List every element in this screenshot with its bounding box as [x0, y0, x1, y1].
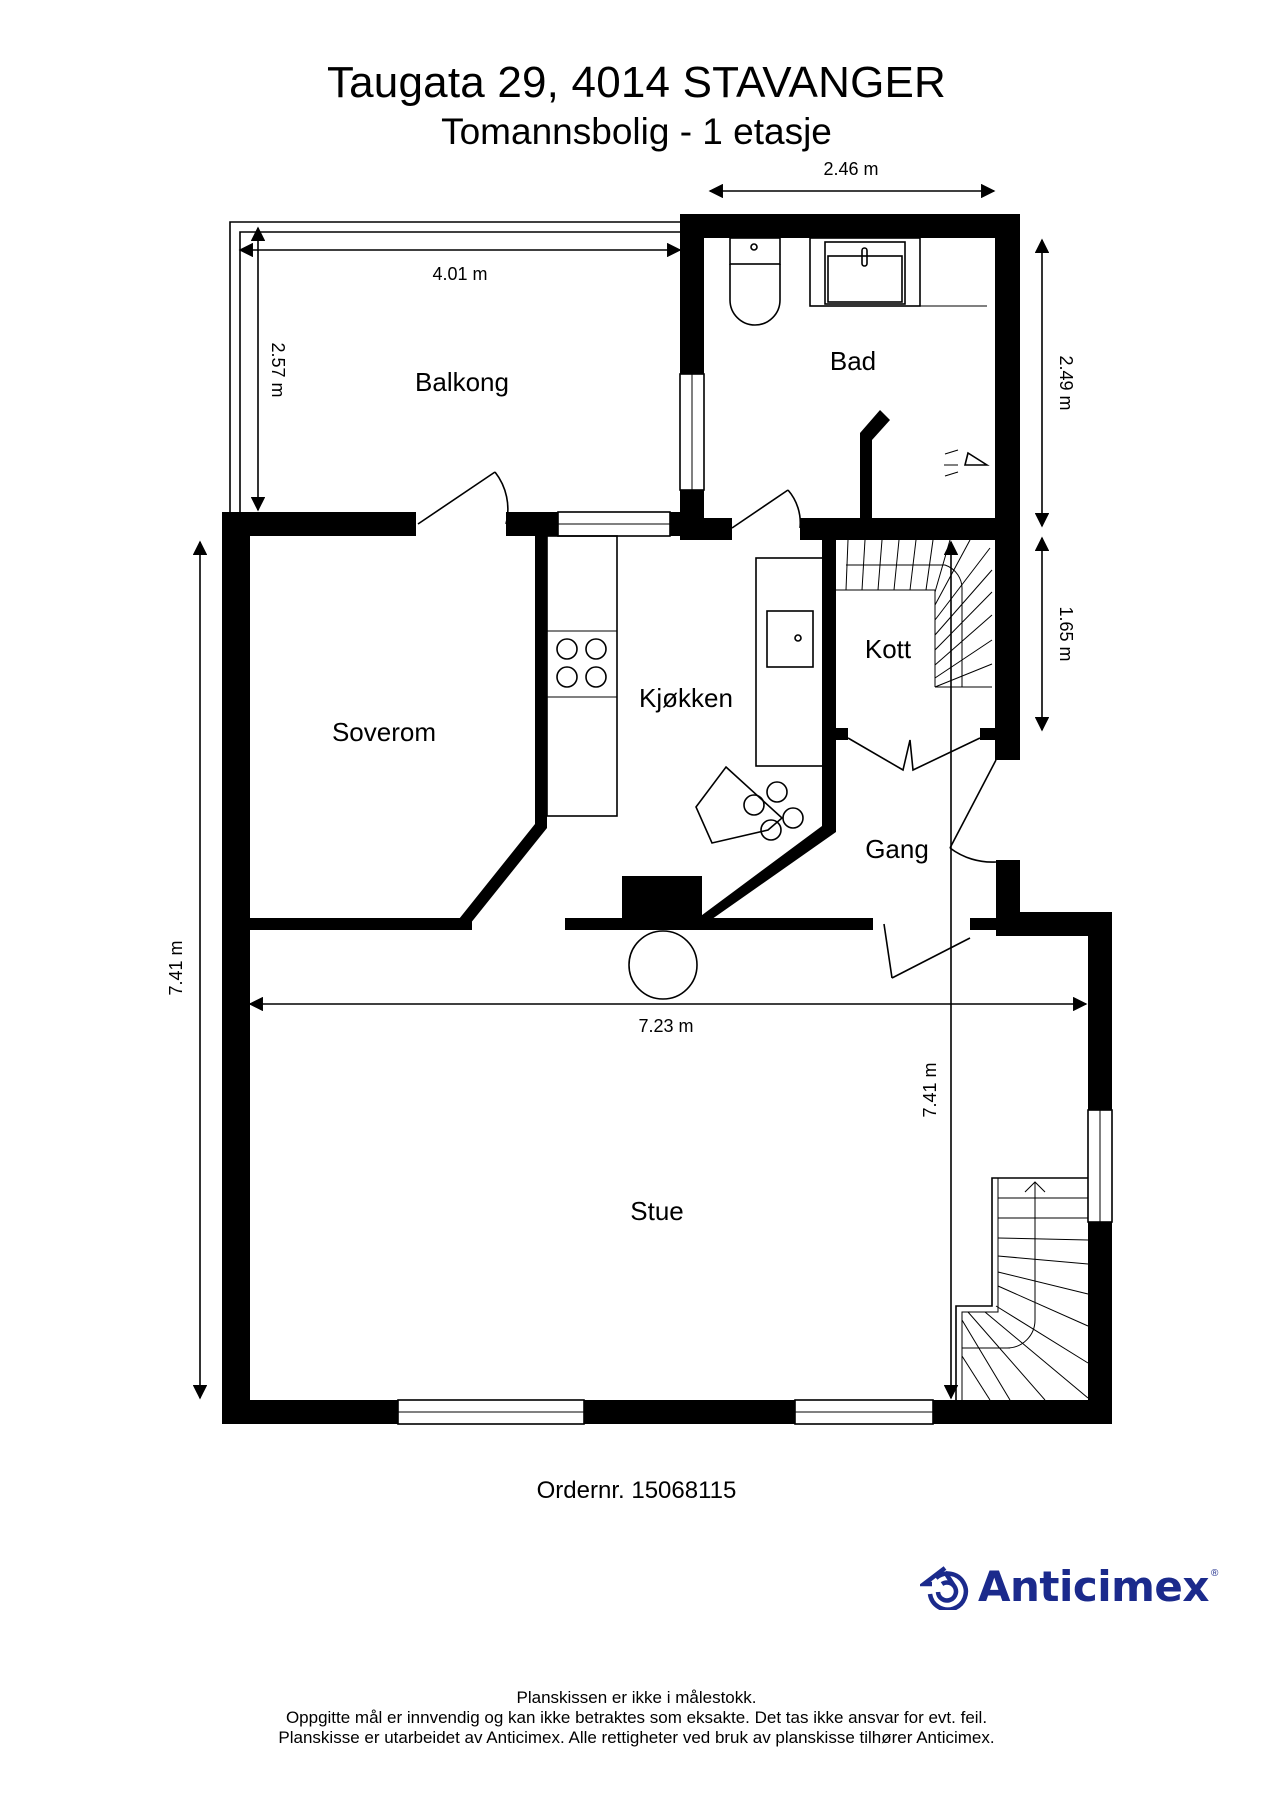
dimension-bad-height: 2.49 m: [1034, 238, 1076, 528]
balcony-door[interactable]: [417, 471, 509, 525]
kitchen-counter-left: [546, 535, 618, 817]
svg-text:4.01 m: 4.01 m: [432, 264, 487, 284]
page-subtitle: Tomannsbolig - 1 etasje: [441, 111, 832, 152]
kott-double-door[interactable]: [847, 737, 981, 772]
corner-stove-icon: [695, 765, 804, 844]
svg-text:2.57 m: 2.57 m: [268, 342, 288, 397]
disclaimer-line: Planskisse er utarbeidet av Anticimex. A…: [278, 1728, 995, 1747]
dimension-balkong-width: 4.01 m: [238, 242, 682, 284]
svg-text:7.41 m: 7.41 m: [920, 1062, 940, 1117]
round-object-icon: [628, 930, 698, 1000]
disclaimer-line: Oppgitte mål er innvendig og kan ikke be…: [285, 1708, 988, 1727]
room-label-kott: Kott: [865, 634, 912, 664]
order-number: Ordernr. 15068115: [536, 1477, 737, 1504]
room-label-bad: Bad: [830, 346, 876, 376]
room-label-balkong: Balkong: [415, 367, 509, 397]
bathroom-door[interactable]: [731, 489, 802, 529]
dimension-kott-height: 1.65 m: [1034, 536, 1076, 732]
dimension-balkong-height: 2.57 m: [250, 226, 288, 512]
stove-icon: [556, 638, 607, 688]
kitchen-island: [755, 557, 825, 767]
svg-text:7.41 m: 7.41 m: [166, 940, 186, 995]
room-label-soverom: Soverom: [332, 717, 436, 747]
main-walls: [222, 511, 1113, 1425]
dimension-bad-width: 2.46 m: [708, 159, 996, 199]
anticimex-logo-text: Anticimex: [978, 1562, 1210, 1611]
svg-text:1.65 m: 1.65 m: [1056, 606, 1076, 661]
entrance-door[interactable]: [949, 759, 997, 863]
shower-icon: [944, 449, 990, 477]
svg-text:2.49 m: 2.49 m: [1056, 355, 1076, 410]
balcony-railing: [229, 221, 688, 516]
anticimex-logo-icon: [920, 1566, 969, 1610]
page-title: Taugata 29, 4014 STAVANGER: [326, 58, 947, 107]
bathroom-walls: [679, 214, 1020, 760]
kott-stairs: [836, 539, 993, 688]
living-room-door[interactable]: [883, 923, 971, 979]
room-label-kjokken: Kjøkken: [639, 683, 733, 713]
anticimex-logo: Anticimex ®: [920, 1562, 1218, 1612]
living-room-stairs: [955, 1177, 1089, 1401]
interior-walls: [250, 536, 1000, 930]
room-label-stue: Stue: [630, 1196, 684, 1226]
svg-text:7.23 m: 7.23 m: [638, 1016, 693, 1036]
dimension-stue-width: 7.23 m: [248, 996, 1088, 1036]
disclaimer-line: Planskissen er ikke i målestokk.: [516, 1688, 757, 1707]
svg-text:2.46 m: 2.46 m: [823, 159, 878, 179]
dimension-stue-height: 7.41 m: [920, 540, 959, 1400]
disclaimer: Planskissen er ikke i målestokk. Oppgitt…: [0, 1688, 1273, 1748]
registered-mark: ®: [1211, 1567, 1219, 1579]
sink-icon: [809, 237, 987, 307]
dimension-left-height: 7.41 m: [166, 540, 208, 1400]
toilet-icon: [729, 237, 781, 326]
room-label-gang: Gang: [865, 834, 929, 864]
